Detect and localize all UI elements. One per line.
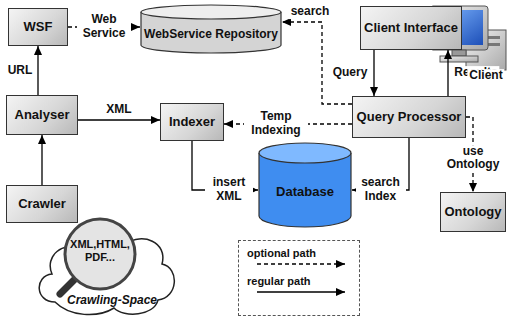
edge-label: insert XML [205,176,253,204]
node-text: Client Interface [364,21,458,36]
legend-box: optional path regular path [238,240,360,316]
edge-label: Web Service [77,13,131,41]
regular-path [78,119,160,120]
regular-path [447,50,448,96]
node-text: Database [276,185,334,200]
legend-sample [247,287,347,297]
edge-label: XML [104,103,133,117]
node-text: WebService Repository [144,28,278,42]
node-text: Indexer [169,115,215,130]
edge-label: search Index [356,176,406,204]
node-text: Ontology [444,205,501,220]
node-text: Crawling-Space [52,294,172,308]
edge-label: search [289,5,332,19]
legend-text: optional path [247,247,351,259]
node-text: Query Processor [357,110,462,125]
process-box: Analyser [6,95,78,135]
regular-path [37,46,38,95]
process-box: Query Processor [352,96,466,138]
process-box: Crawler [6,185,78,223]
node-text: Crawler [18,197,66,212]
regular-path [373,50,374,96]
icon-caption: Client [467,69,504,83]
process-box: Ontology [440,192,506,232]
node-text: WSF [24,20,53,35]
edge-label: Temp Indexing [244,110,308,138]
process-box: Indexer [160,103,224,141]
legend-entry: regular path [247,275,351,299]
repository-cylinder: WebService Repository [140,4,282,54]
regular-path [41,135,42,185]
edge-label: use Ontology [442,145,504,173]
node-text: Analyser [15,108,70,123]
node-text: XML,HTML, PDF... [67,238,133,263]
edge-label: Query [331,66,370,80]
crawling-cloud: XML,HTML, PDF... Crawling-Space [30,214,180,318]
edge-label: URL [6,64,35,78]
optional-path [282,22,352,104]
database-cylinder: Database [258,142,352,228]
process-box: WSF [8,8,68,46]
legend-sample [247,259,347,269]
legend-entry: optional path [247,247,351,271]
process-box: Client Interface [360,6,462,50]
legend-text: regular path [247,275,351,287]
